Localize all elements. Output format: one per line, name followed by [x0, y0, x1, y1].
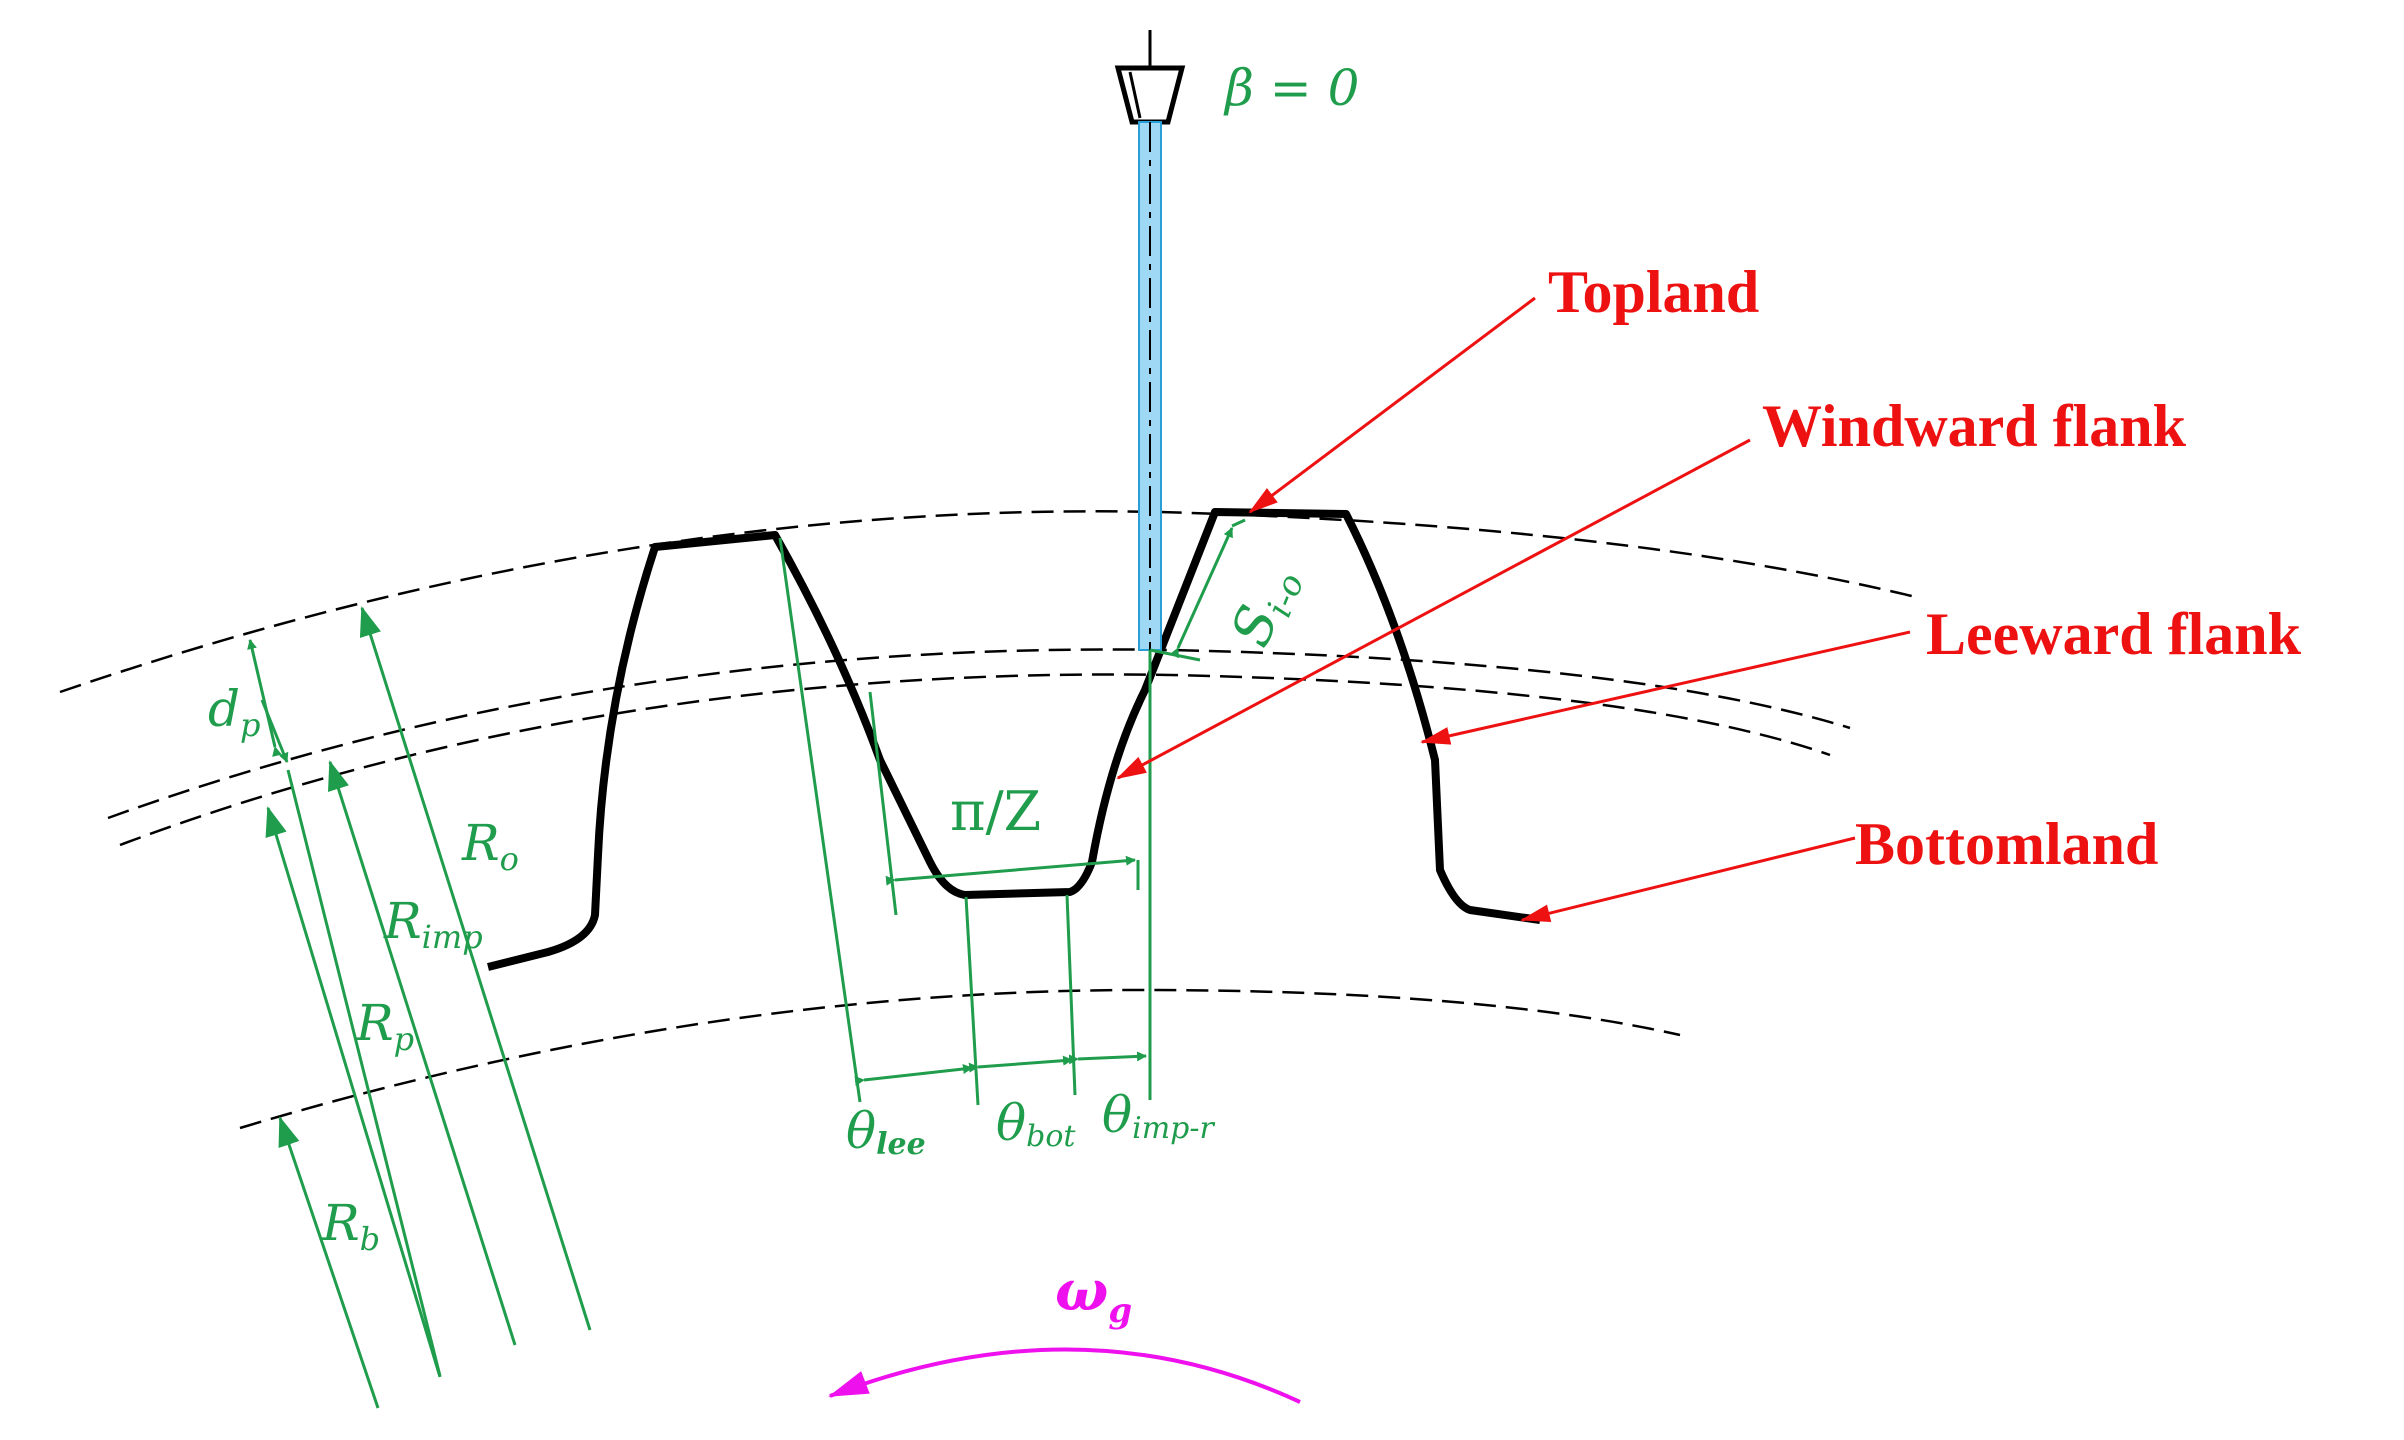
label-s-io: Si-o — [1219, 557, 1313, 657]
radius-line-r-o — [359, 606, 592, 1331]
label-theta-bot: θbot — [996, 1094, 1076, 1154]
gear-profile — [487, 508, 1541, 971]
nozzle — [1114, 30, 1186, 1080]
nozzle-body-icon — [1114, 65, 1186, 125]
label-theta-imp-r: θimp-r — [1102, 1086, 1215, 1146]
s-io-extension — [1231, 518, 1246, 528]
radius-line-r-imp — [327, 760, 517, 1346]
pitch-circle — [119, 673, 1831, 847]
label-theta-lee: θlee — [846, 1102, 926, 1162]
label-r-b: Rb — [321, 1194, 380, 1258]
radius-line-r-b — [278, 1116, 380, 1409]
nozzle-inner — [1128, 71, 1142, 119]
angle-dimensions — [778, 518, 1246, 1106]
callout-labels: Topland Windward flank Leeward flank Bot… — [1548, 259, 2302, 877]
label-windward-flank: Windward flank — [1762, 393, 2187, 459]
label-bottomland: Bottomland — [1855, 811, 2158, 877]
label-topland: Topland — [1548, 259, 1759, 325]
callout-bottomland — [1520, 836, 1856, 923]
label-d-p: dp — [208, 680, 261, 744]
dimension-labels: β = 0 π/Z Si-o dp Ro Rimp Rp Rb θlee θbo… — [208, 59, 1359, 1258]
label-omega-g: ωg — [1055, 1258, 1132, 1331]
extension-leeward-root — [778, 537, 862, 1103]
s-io-extension-lower — [1149, 648, 1201, 662]
callout-windward — [1116, 438, 1751, 780]
label-leeward-flank: Leeward flank — [1926, 601, 2302, 667]
label-r-o: Ro — [461, 814, 519, 878]
radius-line-r-p — [265, 806, 442, 1378]
label-pi-over-z: π/Z — [950, 780, 1041, 843]
callout-topland — [1248, 296, 1536, 514]
label-r-imp: Rimp — [383, 892, 483, 956]
label-r-p: Rp — [355, 994, 414, 1058]
theta-bot-dimension — [968, 1055, 1073, 1073]
outer-circle — [59, 510, 1921, 694]
radius-lines — [247, 606, 592, 1409]
theta-lee-dimension — [854, 1064, 973, 1086]
dp-dimension — [247, 639, 282, 757]
label-beta: β = 0 — [1223, 59, 1359, 117]
extension-line-outer — [286, 769, 442, 1377]
base-circle — [239, 988, 1681, 1130]
theta-imp-dimension — [1068, 1051, 1147, 1065]
rotation-arrow — [828, 1347, 1301, 1404]
extension-bottom-left — [964, 896, 980, 1106]
extension-leeward-mid — [868, 691, 898, 916]
pi-over-z-dimension — [885, 855, 1136, 886]
extension-bottom-right — [1065, 894, 1077, 1096]
callout-arrows — [1116, 296, 1911, 923]
s-io-dimension — [1169, 527, 1234, 659]
dp-dimension-arrow-lower — [260, 699, 289, 763]
callout-leeward — [1420, 630, 1911, 745]
